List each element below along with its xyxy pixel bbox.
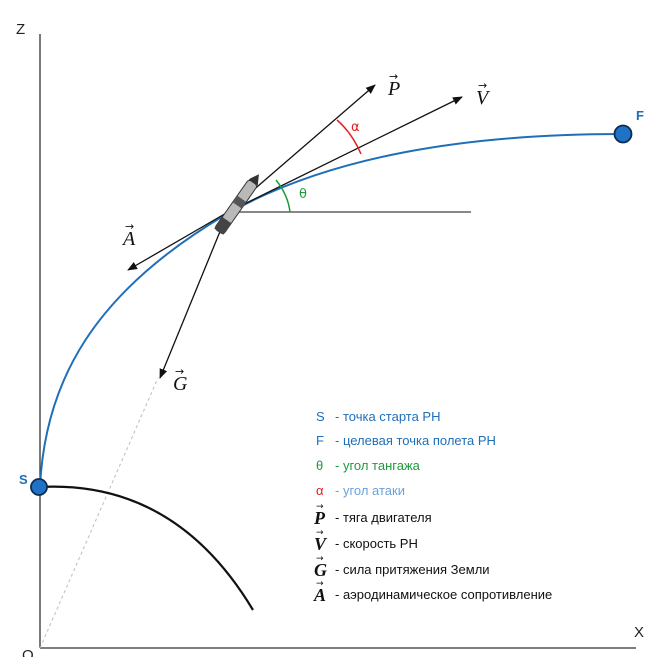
svg-text:→: → [316,554,324,564]
legend-item-a: → A - аэродинамическое сопротивление [313,579,552,605]
legend-item-alpha: α - угол атаки [316,483,405,498]
svg-text:→: → [316,579,324,589]
svg-text:A: A [313,585,326,605]
vector-g-label: → G [173,365,188,395]
svg-text:A: A [121,228,136,250]
svg-text:- угол атаки: - угол атаки [335,483,405,498]
svg-text:- тяга двигателя: - тяга двигателя [335,510,432,525]
legend-item-g: → G - сила притяжения Земли [314,554,490,580]
start-point-label: S [19,472,28,487]
z-axis-label: Z [16,21,25,38]
svg-text:→: → [389,70,398,83]
rocket-icon [214,174,259,235]
svg-text:α: α [316,483,324,498]
svg-text:- точка старта РН: - точка старта РН [335,409,440,424]
alpha-angle-arc [336,119,362,155]
svg-text:- аэродинамическое сопротивлен: - аэродинамическое сопротивление [335,587,552,602]
legend-item-theta: θ - угол тангажа [316,458,421,473]
finish-point-label: F [636,108,644,123]
finish-point [613,124,633,144]
svg-text:V: V [476,87,491,109]
svg-text:→: → [316,502,324,512]
svg-text:G: G [173,373,188,395]
svg-text:→: → [175,365,184,378]
svg-text:→: → [125,220,134,233]
legend-item-start: S - точка старта РН [316,409,440,424]
svg-text:θ: θ [316,458,323,473]
svg-text:G: G [314,560,327,580]
x-axis-label: X [634,624,644,641]
legend-item-v: → V - скорость РН [314,528,418,554]
legend: S - точка старта РН F - целевая точка по… [313,409,552,605]
gravity-dashed-line [39,377,159,649]
alpha-angle-label: α [351,120,360,135]
svg-text:- целевая точка полета РН: - целевая точка полета РН [335,433,496,448]
vector-v-label: → V [476,79,491,109]
legend-item-p: → P - тяга двигателя [313,502,432,528]
vector-g-line [159,211,229,379]
svg-text:P: P [387,78,400,100]
svg-text:P: P [313,508,326,528]
svg-text:- скорость РН: - скорость РН [335,536,418,551]
theta-angle-arc [275,179,291,213]
vector-a-line [127,211,229,271]
svg-text:- угол тангажа: - угол тангажа [335,458,421,473]
legend-item-finish: F - целевая точка полета РН [316,433,496,448]
origin-label: O [22,647,34,657]
vector-a-label: → A [121,220,136,250]
svg-text:V: V [314,534,328,554]
start-point [30,478,48,496]
earth-surface-arc [39,485,254,611]
vector-v-line [227,96,463,213]
svg-text:F: F [316,433,324,448]
vector-p-label: → P [387,70,400,100]
svg-text:S: S [316,409,325,424]
svg-text:→: → [316,528,324,538]
theta-angle-label: θ [299,187,307,202]
svg-text:- сила притяжения Земли: - сила притяжения Земли [335,562,490,577]
svg-text:→: → [478,79,487,92]
trajectory-curve [39,133,623,488]
